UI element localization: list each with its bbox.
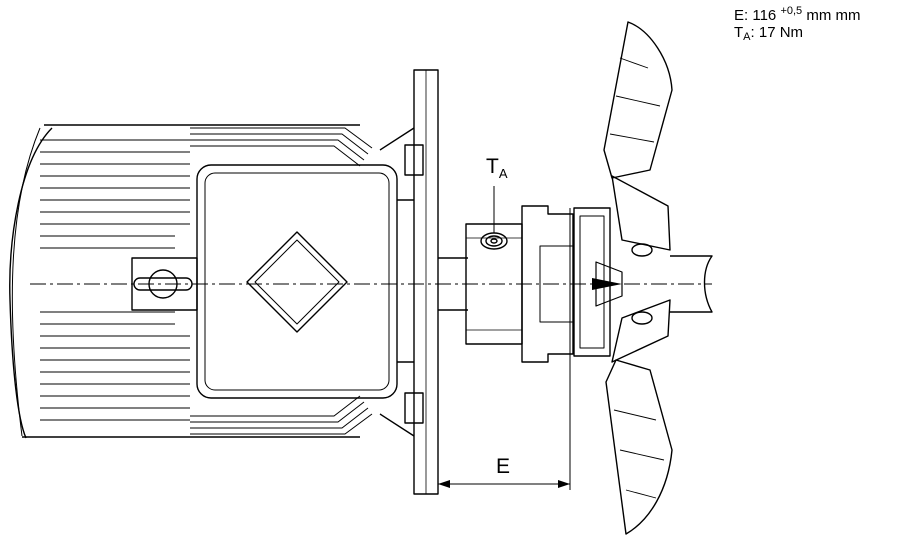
motor-shaft xyxy=(438,257,468,311)
ta-callout-label: TA xyxy=(486,155,508,181)
torque-ta-subscript: A xyxy=(743,31,751,43)
set-screw-icon xyxy=(480,186,508,250)
cooling-fins-bottom xyxy=(40,311,190,421)
dimension-e-tolerance: +0,5 xyxy=(780,5,803,17)
torque-ta-value: : 17 Nm xyxy=(750,24,804,41)
spec-legend: E: 116 +0,5 mm mm TA: 17 Nm xyxy=(734,3,860,46)
ta-callout-symbol: T xyxy=(486,155,499,178)
fan-impeller xyxy=(573,21,713,535)
cooling-fins-top xyxy=(40,139,190,249)
e-dimension-symbol: E xyxy=(496,455,511,478)
terminal-box xyxy=(196,164,398,399)
torque-ta-symbol: T xyxy=(734,24,744,41)
e-dimension-label: E xyxy=(496,455,510,479)
ta-callout-subscript: A xyxy=(498,166,508,181)
dimension-e-arrow xyxy=(438,208,571,490)
motor-housing xyxy=(9,124,373,439)
torque-ta-spec: TA: 17 Nm xyxy=(734,24,860,46)
motor-flange xyxy=(379,69,439,495)
dimension-e-unit: mm mm xyxy=(806,7,861,24)
dimension-e-spec: E: 116 +0,5 mm mm xyxy=(734,3,860,24)
dimension-e-value: E: 116 xyxy=(734,7,777,24)
